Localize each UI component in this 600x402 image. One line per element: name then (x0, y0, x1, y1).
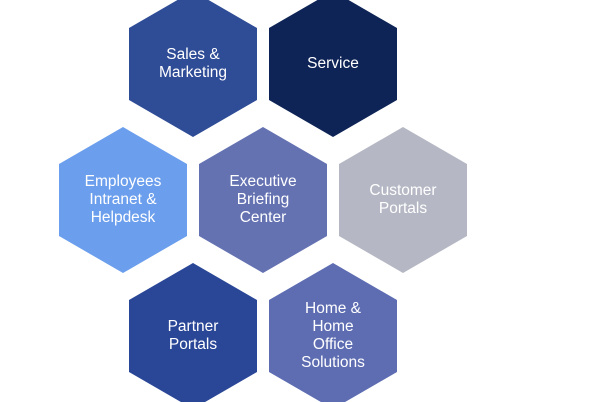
hex-employees-intranet-line: Intranet & (89, 191, 157, 208)
hex-service-shape (269, 0, 397, 137)
hex-sales-marketing-shape (129, 0, 257, 137)
hex-service-line: Service (307, 55, 359, 72)
hex-home-office-line: Solutions (301, 354, 365, 371)
hex-employees-intranet-shape (59, 127, 187, 273)
hex-partner-portals-line: Portals (169, 336, 217, 353)
hex-partner-portals-line: Partner (168, 318, 219, 335)
hex-customer-portals-shape (339, 127, 467, 273)
hex-home-office-line: Office (313, 336, 353, 353)
hex-executive-briefing-line: Executive (229, 173, 296, 190)
hex-home-office-shape (269, 263, 397, 402)
hex-employees-intranet-line: Helpdesk (91, 209, 156, 226)
hex-sales-marketing-line: Marketing (159, 64, 227, 81)
hex-sales-marketing-line: Sales & (166, 46, 220, 63)
hex-executive-briefing-line: Briefing (237, 191, 290, 208)
hex-executive-briefing-line: Center (240, 209, 287, 226)
hex-service-label: Service (307, 55, 359, 72)
hex-executive-briefing-shape (199, 127, 327, 273)
hex-employees-intranet-line: Employees (85, 173, 162, 190)
hex-service: Service (269, 0, 397, 137)
hex-partner-portals-shape (129, 263, 257, 402)
hex-home-office-line: Home & (305, 300, 362, 317)
hex-sales-marketing: Sales &Marketing (129, 0, 257, 137)
hex-customer-portals-line: Customer (369, 182, 436, 199)
hex-customer-portals-line: Portals (379, 200, 427, 217)
hex-home-office-line: Home (312, 318, 353, 335)
hex-sales-marketing-label: Sales &Marketing (159, 46, 227, 81)
